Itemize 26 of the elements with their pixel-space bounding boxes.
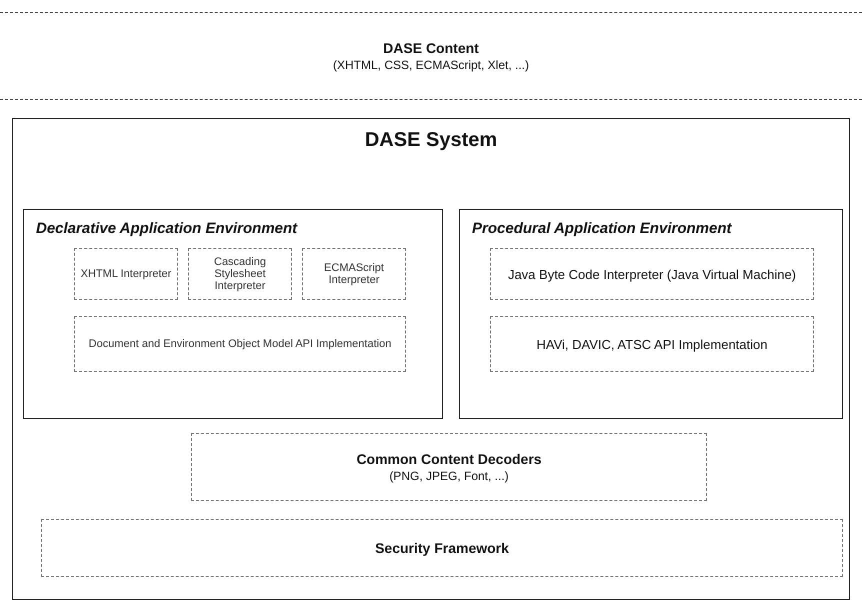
component-box xyxy=(74,316,406,372)
box-subtitle: (XHTML, CSS, ECMAScript, Xlet, ...) xyxy=(332,58,530,72)
component-label: Java Byte Code Interpreter (Java Virtual Machine) xyxy=(506,266,798,282)
panel-title: Declarative Application Environment xyxy=(36,220,298,237)
component-box xyxy=(74,248,178,300)
component-box xyxy=(191,433,707,501)
component-box xyxy=(490,316,814,372)
box-heading: DASE Content xyxy=(383,40,479,56)
component-label: HAVi, DAVIC, ATSC API Implementation xyxy=(536,336,768,352)
component-label: Cascading Stylesheet Interpreter xyxy=(213,256,267,292)
component-box xyxy=(41,519,843,577)
component-label: Document and Environment Object Model API Implementation xyxy=(88,338,392,350)
component-label: ECMAScript Interpreter xyxy=(323,262,385,286)
component-box xyxy=(188,248,292,300)
box-heading: Security Framework xyxy=(375,540,509,556)
component-box xyxy=(490,248,814,300)
box-subtitle: (PNG, JPEG, Font, ...) xyxy=(389,469,509,483)
environment-panel xyxy=(23,209,443,419)
environment-panel xyxy=(459,209,843,419)
content-band xyxy=(0,12,862,100)
panel-title: Procedural Application Environment xyxy=(472,220,732,237)
system-frame xyxy=(12,118,850,600)
frame-title: DASE System xyxy=(364,129,498,152)
component-label: XHTML Interpreter xyxy=(80,268,172,280)
component-box xyxy=(302,248,406,300)
box-heading: Common Content Decoders xyxy=(356,451,542,467)
